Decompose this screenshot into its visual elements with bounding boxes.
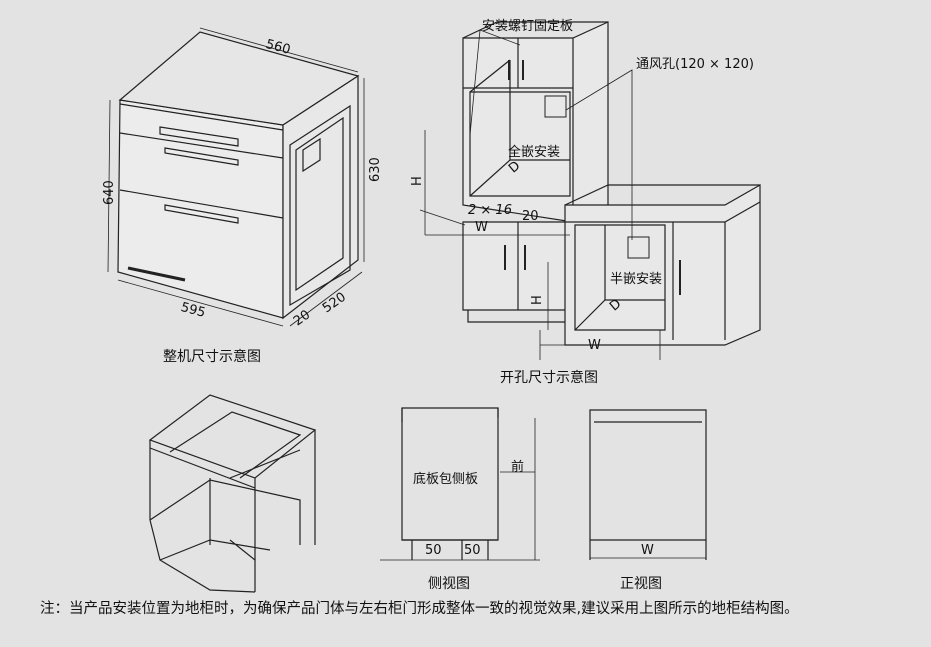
half-embed-label: 半嵌安装 <box>610 272 663 287</box>
screw-spec-label: 2 × 16 <box>468 203 512 218</box>
vent-hole-label: 通风孔(120 × 120) <box>636 57 754 72</box>
front-direction-label: 前 <box>511 460 525 475</box>
gap-label: 20 <box>522 209 539 224</box>
width-upper-label: W <box>475 220 488 235</box>
full-embed-label: 全嵌安装 <box>508 145 561 160</box>
front-width-label: W <box>641 543 654 558</box>
screw-plate-label: 安装螺钉固定板 <box>482 19 574 34</box>
unit-machine-caption: 整机尺寸示意图 <box>163 349 261 365</box>
cabinet-front-view <box>589 409 707 560</box>
opening-caption: 开孔尺寸示意图 <box>500 370 598 386</box>
height-lower-label: H <box>530 295 545 305</box>
cabinet-side-view <box>380 407 540 561</box>
installation-note: 注：当产品安装位置为地柜时，为确保产品门体与左右柜门形成整体一致的视觉效果,建议… <box>40 601 799 617</box>
side-panel-label: 底板包侧板 <box>413 472 479 487</box>
front-view-caption: 正视图 <box>620 576 662 592</box>
dim-a-label: 50 <box>425 543 442 558</box>
dim-height-left: 640 <box>102 180 117 205</box>
height-upper-label: H <box>410 176 425 186</box>
dim-height-right: 630 <box>368 157 383 182</box>
side-view-caption: 侧视图 <box>428 576 470 592</box>
dim-b-label: 50 <box>464 543 481 558</box>
cabinet-frame-drawing <box>148 394 317 593</box>
unit-machine-drawing <box>107 27 365 327</box>
width-lower-label: W <box>588 338 601 353</box>
opening-drawing <box>419 21 761 360</box>
